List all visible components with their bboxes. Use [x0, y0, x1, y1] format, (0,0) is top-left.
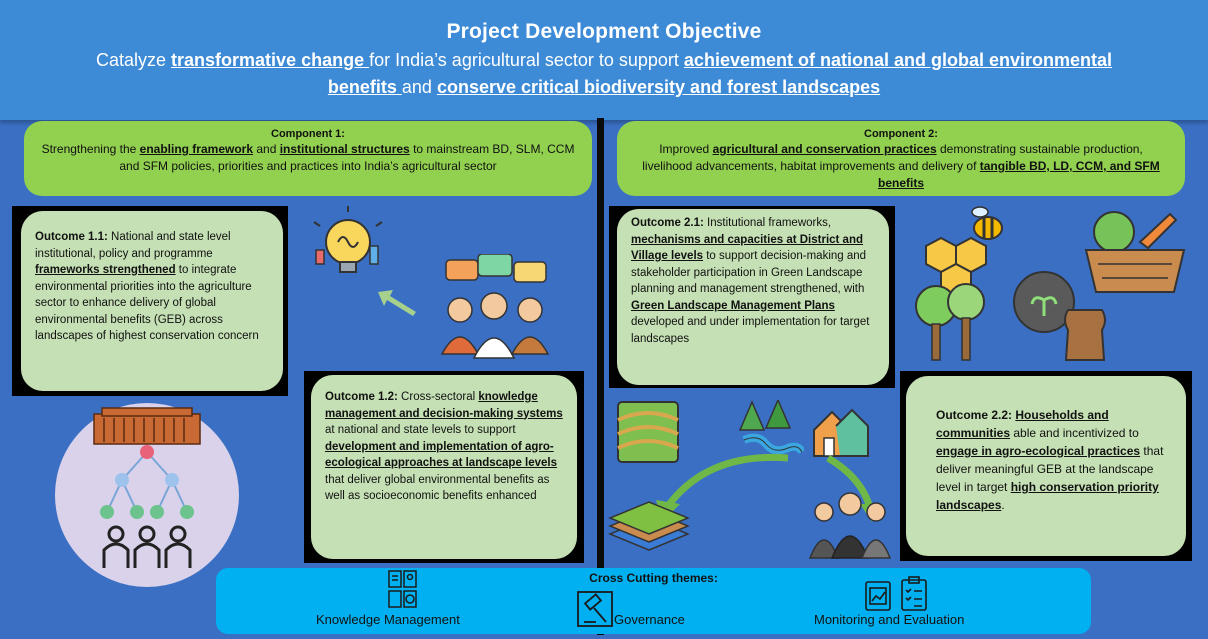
- objective-text: for India’s agricultural sector to suppo…: [369, 50, 684, 70]
- objective-text: and: [401, 77, 437, 97]
- outcome-highlight: knowledge management and decision-making…: [325, 391, 563, 420]
- outcome-text: developed and under implementation for t…: [631, 316, 870, 345]
- terrace-field-icon: [617, 401, 679, 463]
- community-icon: [808, 492, 892, 559]
- tree-icon: [915, 283, 985, 361]
- outcome-text: that deliver global environmental benefi…: [325, 473, 550, 503]
- objective-highlight: transformative change: [171, 50, 370, 70]
- outcome-text: National and state level institutional, …: [35, 231, 231, 260]
- component-1-title: Component 1:: [271, 128, 345, 140]
- component-text: and: [253, 142, 280, 156]
- component-text: Strengthening the: [41, 142, 140, 156]
- outcome-2-1-box: Outcome 2.1: Institutional frameworks, m…: [617, 209, 889, 385]
- outcome-text: able and incentivized to: [1010, 426, 1139, 440]
- outcome-text: Institutional frameworks,: [703, 217, 832, 229]
- outcome-text: .: [1001, 498, 1005, 512]
- people-chat-icon: [440, 254, 550, 359]
- component-text: to mainstream BD, SLM, CCM and SFM polic…: [119, 142, 575, 173]
- center-divider: [597, 118, 604, 635]
- outcome-text: that deliver meaningful GEB at the lands…: [936, 444, 1164, 494]
- outcome-highlight: development and implementation of agro-e…: [325, 440, 558, 470]
- component-highlight: enabling framework: [139, 142, 254, 156]
- monitoring-evaluation-icon: [865, 576, 927, 611]
- outcome-text: at national and state levels to support: [325, 424, 516, 436]
- outcome-highlight: frameworks strengthened: [35, 264, 176, 276]
- component-2-text: Improved agricultural and conservation p…: [633, 141, 1169, 192]
- outcome-highlight: Green Landscape Management Plans: [631, 299, 835, 312]
- knowledge-management-icon: [388, 570, 417, 608]
- outcome-highlight: engage in agro-ecological practices: [936, 444, 1141, 458]
- vegetable-basket-icon: [1084, 211, 1186, 293]
- outcome-highlight: high conservation priority landscapes: [936, 480, 1159, 512]
- lightbulb-brain-icon: [313, 206, 383, 273]
- village-icon: [813, 408, 869, 457]
- outcome-text: Cross-sectoral: [397, 391, 479, 403]
- outcome-label: Outcome 2.2:: [936, 408, 1013, 422]
- component-1-text: Strengthening the enabling framework and…: [40, 141, 576, 175]
- theme-monitoring-evaluation: Monitoring and Evaluation: [814, 612, 965, 627]
- component-highlight: agricultural and conservation practices: [712, 142, 937, 156]
- outcome-label: Outcome 2.1:: [631, 217, 704, 229]
- component-2-box: Component 2: Improved agricultural and c…: [617, 121, 1185, 196]
- outcome-2-2-box: Outcome 2.2: Households and communities …: [906, 376, 1186, 556]
- component-highlight: institutional structures: [279, 142, 410, 156]
- outcome-highlight: Households and communities: [936, 408, 1109, 440]
- objective-highlight: conserve critical biodiversity and fores…: [436, 77, 881, 97]
- outcome-1-1-box: Outcome 1.1: National and state level in…: [21, 211, 283, 391]
- outcome-label: Outcome 1.2:: [325, 391, 398, 403]
- objective-text: Catalyze: [95, 50, 172, 70]
- objective-title: Project Development Objective: [446, 20, 762, 43]
- governance-gavel-icon: [577, 591, 613, 627]
- outcome-highlight: mechanisms and capacities at District an…: [631, 233, 864, 263]
- theme-knowledge-management: Knowledge Management: [316, 612, 460, 627]
- outcome-label: Outcome 1.1:: [35, 231, 108, 243]
- theme-governance: Governance: [614, 612, 685, 627]
- component-text: Improved: [659, 142, 713, 156]
- objective-highlight: achievement of national and global envir…: [327, 50, 1113, 97]
- component-1-box: Component 1: Strengthening the enabling …: [24, 121, 592, 196]
- arrow-icon: [378, 290, 416, 316]
- component-text: demonstrating sustainable production, li…: [642, 142, 1143, 173]
- objective-header: Project Development Objective Catalyze t…: [0, 0, 1208, 120]
- outcome-text: to integrate environmental priorities in…: [35, 264, 259, 342]
- cross-cutting-bar: Cross Cutting themes: Knowledge Manageme…: [216, 568, 1091, 634]
- cross-cutting-title: Cross Cutting themes:: [589, 571, 718, 585]
- component-highlight: tangible BD, LD, CCM, and SFM benefits: [877, 159, 1160, 190]
- soil-sack-icon: [1013, 271, 1106, 361]
- forest-river-icon: [738, 400, 804, 455]
- parliament-hierarchy-icon: [55, 403, 239, 587]
- objective-statement: Catalyze transformative change for India…: [0, 47, 1208, 101]
- outcome-1-2-box: Outcome 1.2: Cross-sectoral knowledge ma…: [311, 375, 577, 559]
- outcome-text: to support decision-making and stakehold…: [631, 250, 867, 295]
- component-2-title: Component 2:: [864, 128, 938, 140]
- land-layers-icon: [608, 501, 690, 551]
